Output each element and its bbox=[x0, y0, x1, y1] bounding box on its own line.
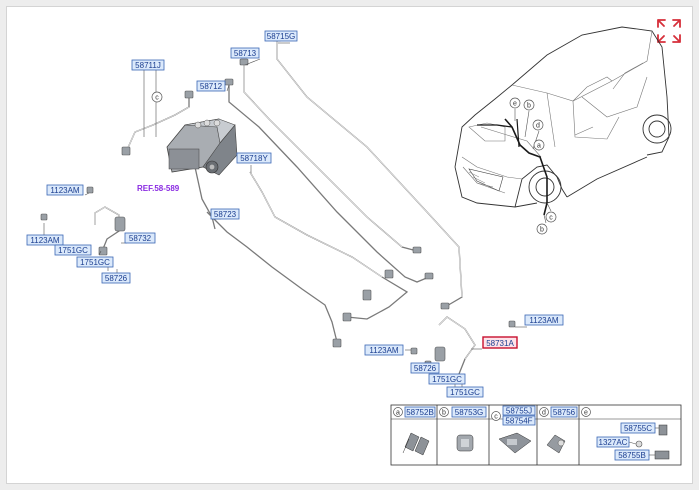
car-callouts: e b d a c b bbox=[509, 97, 557, 235]
legend-code-58755C[interactable]: 58755C bbox=[624, 424, 652, 433]
svg-text:c: c bbox=[494, 414, 498, 421]
legend-cell-e: e 58755C 1327AC 58755B bbox=[581, 407, 670, 461]
abs-hydraulic-unit bbox=[166, 118, 238, 176]
label-1751GC-left-b[interactable]: 1751GC bbox=[80, 258, 110, 267]
callout-c-left: c bbox=[151, 91, 163, 103]
svg-text:d: d bbox=[536, 123, 540, 130]
label-1123AM-lower-left[interactable]: 1123AM bbox=[30, 236, 60, 245]
diagram-canvas: 58711J 58715G 58713 58712 58718Y 58723 R… bbox=[6, 6, 693, 484]
svg-text:d: d bbox=[542, 410, 546, 417]
legend-code-58755B[interactable]: 58755B bbox=[618, 451, 646, 460]
part-labels: 58711J 58715G 58713 58712 58718Y 58723 R… bbox=[26, 30, 564, 398]
legend-cell-a: a 58752B bbox=[393, 406, 436, 456]
legend-code-58753G[interactable]: 58753G bbox=[455, 408, 483, 417]
legend-code-58756[interactable]: 58756 bbox=[553, 408, 576, 417]
car-illustration bbox=[454, 26, 672, 224]
legend-table: a 58752B b 58753G c 58755J 58754F bbox=[390, 404, 682, 466]
legend-code-58755J[interactable]: 58755J bbox=[506, 407, 532, 416]
label-1123AM-upper-right[interactable]: 1123AM bbox=[529, 316, 559, 325]
legend-code-58752B[interactable]: 58752B bbox=[406, 408, 434, 417]
svg-text:b: b bbox=[540, 227, 544, 234]
brake-tube-set bbox=[194, 34, 463, 348]
reference-label[interactable]: REF.58-589 bbox=[137, 184, 180, 193]
label-1751GC-right-b[interactable]: 1751GC bbox=[450, 388, 480, 397]
svg-text:b: b bbox=[527, 103, 531, 110]
parts-diagram: 58711J 58715G 58713 58712 58718Y 58723 R… bbox=[26, 19, 682, 466]
svg-text:c: c bbox=[549, 215, 553, 222]
left-hose-assembly bbox=[40, 90, 194, 264]
legend-code-1327AC[interactable]: 1327AC bbox=[599, 438, 628, 447]
label-58726-right[interactable]: 58726 bbox=[414, 364, 437, 373]
label-58711J[interactable]: 58711J bbox=[135, 61, 161, 70]
svg-text:e: e bbox=[513, 101, 517, 108]
label-1123AM-lower-right[interactable]: 1123AM bbox=[369, 346, 399, 355]
svg-text:c: c bbox=[155, 95, 159, 102]
label-58723[interactable]: 58723 bbox=[214, 210, 237, 219]
label-1751GC-left-a[interactable]: 1751GC bbox=[58, 246, 88, 255]
label-58713[interactable]: 58713 bbox=[234, 49, 257, 58]
legend-cell-d: d 58756 bbox=[539, 406, 578, 454]
label-58726-left[interactable]: 58726 bbox=[105, 274, 128, 283]
svg-text:e: e bbox=[584, 410, 588, 417]
svg-text:a: a bbox=[396, 410, 400, 417]
label-58731A[interactable]: 58731A bbox=[486, 339, 514, 348]
label-58715G[interactable]: 58715G bbox=[267, 32, 295, 41]
svg-text:a: a bbox=[537, 143, 541, 150]
legend-cell-b: b 58753G bbox=[439, 406, 487, 452]
legend-cell-c: c 58755J 58754F bbox=[491, 405, 536, 454]
label-58732[interactable]: 58732 bbox=[129, 234, 152, 243]
expand-icon[interactable] bbox=[657, 19, 681, 43]
label-58718Y[interactable]: 58718Y bbox=[240, 154, 268, 163]
svg-text:b: b bbox=[442, 410, 446, 417]
legend-code-58754F[interactable]: 58754F bbox=[505, 417, 532, 426]
label-58712[interactable]: 58712 bbox=[200, 82, 223, 91]
label-1123AM-upper-left[interactable]: 1123AM bbox=[50, 186, 80, 195]
label-1751GC-right-a[interactable]: 1751GC bbox=[432, 375, 462, 384]
